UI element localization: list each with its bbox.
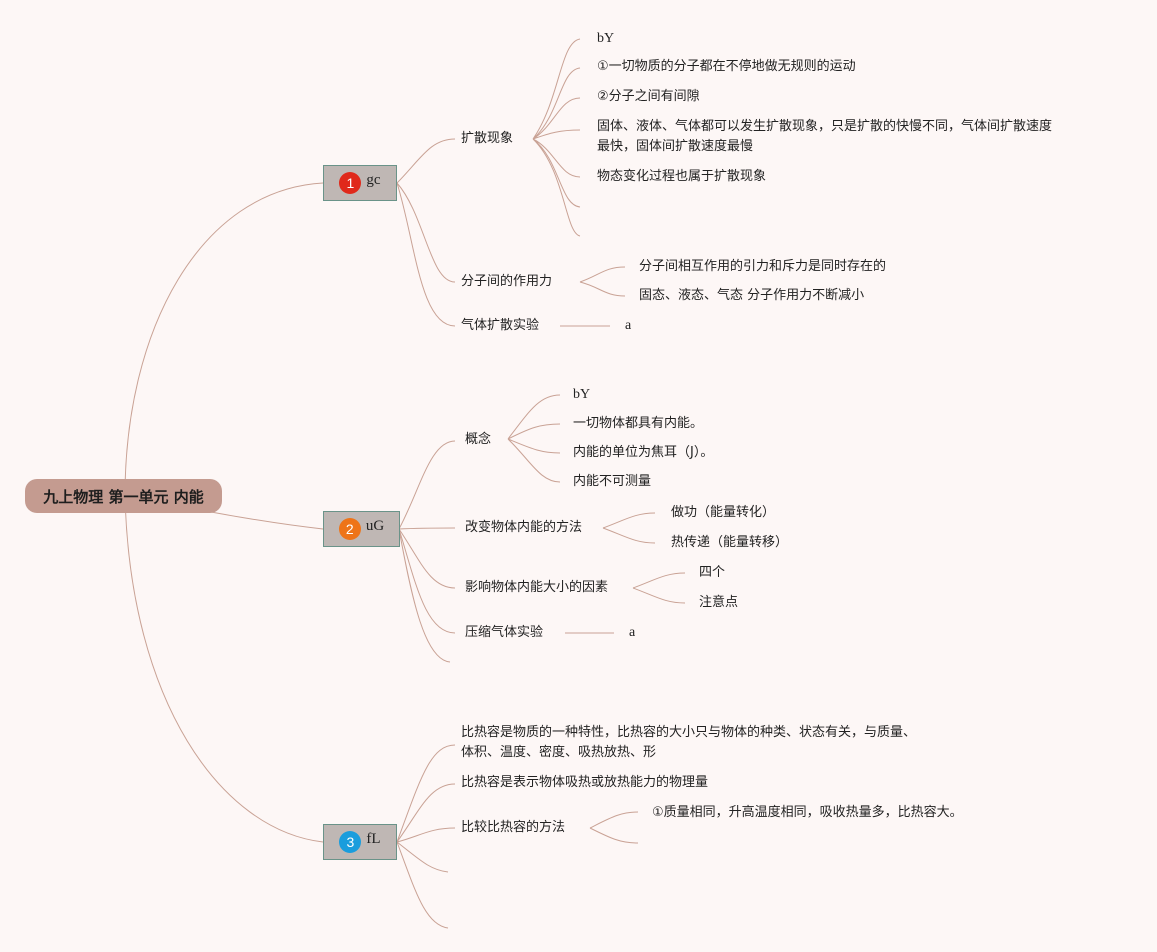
leaf-item[interactable]: ②分子之间有间隙 bbox=[597, 89, 700, 104]
link-b1-diffusion bbox=[396, 138, 456, 184]
topic-gas-diffusion-experiment[interactable]: 气体扩散实验 bbox=[461, 318, 540, 333]
leaf-item[interactable]: 四个 bbox=[699, 565, 726, 580]
link-root-branch1 bbox=[124, 182, 324, 497]
leaf-item[interactable]: a bbox=[629, 625, 636, 640]
topic-compress-gas-experiment[interactable]: 压缩气体实验 bbox=[465, 625, 544, 640]
link-root-branch3 bbox=[124, 495, 324, 843]
link-b2-extra bbox=[398, 528, 451, 663]
leaf-item[interactable]: 固态、液态、气态 分子作用力不断减小 bbox=[639, 288, 865, 303]
topic-specific-heat-meaning[interactable]: 比热容是表示物体吸热或放热能力的物理量 bbox=[461, 775, 709, 790]
number-marker-icon: 2 bbox=[338, 518, 361, 540]
topic-influencing-factors[interactable]: 影响物体内能大小的因素 bbox=[465, 580, 609, 595]
topic-specific-heat-property[interactable]: 比热容是物质的一种特性，比热容的大小只与物体的种类、状态有关，与质量、 bbox=[461, 725, 917, 740]
link-concept-items bbox=[507, 394, 561, 483]
leaf-item[interactable]: a bbox=[625, 318, 632, 333]
topic-molecular-force[interactable]: 分子间的作用力 bbox=[461, 274, 553, 289]
topic-concept[interactable]: 概念 bbox=[465, 432, 492, 447]
link-force-items bbox=[579, 266, 626, 297]
link-change-items bbox=[602, 512, 656, 544]
link-diffusion-items bbox=[532, 38, 581, 237]
link-b1-force bbox=[396, 182, 456, 283]
branch-label: gc bbox=[366, 171, 381, 188]
leaf-item[interactable]: 内能不可测量 bbox=[573, 474, 652, 489]
branch-node-2[interactable]: 2 uG bbox=[323, 511, 400, 547]
leaf-item[interactable]: 一切物体都具有内能。 bbox=[573, 416, 704, 431]
topic-compare-specific-heat[interactable]: 比较比热容的方法 bbox=[461, 820, 566, 835]
leaf-item[interactable]: bY bbox=[573, 387, 591, 402]
link-b1-gasexp bbox=[396, 182, 456, 327]
link-compare-items bbox=[589, 811, 639, 844]
leaf-item-continued[interactable]: 最快，固体间扩散速度最慢 bbox=[597, 139, 754, 154]
leaf-item[interactable]: bY bbox=[597, 31, 615, 46]
branch-node-1[interactable]: 1 gc bbox=[323, 165, 397, 201]
leaf-item[interactable]: 内能的单位为焦耳（J）。 bbox=[573, 445, 714, 460]
link-b2-concept bbox=[398, 440, 456, 530]
branch-label: uG bbox=[365, 517, 385, 534]
topic-diffusion[interactable]: 扩散现象 bbox=[461, 131, 514, 146]
leaf-item[interactable]: 做功（能量转化） bbox=[671, 505, 776, 520]
leaf-item[interactable]: 分子间相互作用的引力和斥力是同时存在的 bbox=[639, 259, 887, 274]
branch-label: fL bbox=[366, 830, 381, 847]
leaf-item[interactable]: ①质量相同，升高温度相同，吸收热量多，比热容大。 bbox=[652, 805, 963, 820]
topic-specific-heat-property-continued[interactable]: 体积、温度、密度、吸热放热、形 bbox=[461, 745, 657, 760]
link-factors-items bbox=[632, 572, 686, 604]
leaf-item[interactable]: 固体、液体、气体都可以发生扩散现象，只是扩散的快慢不同，气体间扩散速度 bbox=[597, 119, 1053, 134]
number-marker-icon: 1 bbox=[339, 172, 362, 194]
link-b2-compress bbox=[398, 528, 456, 634]
leaf-item[interactable]: 注意点 bbox=[699, 595, 739, 610]
leaf-item[interactable]: 热传递（能量转移） bbox=[671, 535, 789, 550]
topic-change-internal-energy[interactable]: 改变物体内能的方法 bbox=[465, 520, 583, 535]
number-marker-icon: 3 bbox=[339, 831, 362, 853]
root-title: 九上物理 第一单元 内能 bbox=[43, 487, 204, 506]
root-topic[interactable]: 九上物理 第一单元 内能 bbox=[25, 479, 222, 513]
leaf-item[interactable]: ①一切物质的分子都在不停地做无规则的运动 bbox=[597, 59, 856, 74]
branch-node-3[interactable]: 3 fL bbox=[323, 824, 397, 860]
link-b3-items bbox=[396, 744, 456, 929]
link-b2-change bbox=[398, 527, 456, 530]
leaf-item[interactable]: 物态变化过程也属于扩散现象 bbox=[597, 169, 767, 184]
link-b2-factors bbox=[398, 528, 456, 589]
